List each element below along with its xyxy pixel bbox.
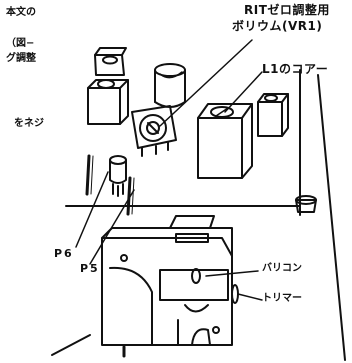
test-pin-p5 xyxy=(126,176,135,216)
board-outline xyxy=(51,69,346,361)
body-text-fragment-1: 本文の xyxy=(6,7,36,18)
leader-lines xyxy=(75,39,263,301)
rit-adjust-label-line1: RITゼロ調整用 xyxy=(244,3,330,17)
trimmer-label: トリマー xyxy=(262,293,302,304)
body-text-fragment-4: をネジ xyxy=(14,118,44,129)
component-coil-can-left xyxy=(87,79,129,125)
mounting-screw xyxy=(295,195,317,213)
p5-label: P5 xyxy=(80,262,100,275)
component-coil-can-right xyxy=(257,93,289,137)
varicon-label: バリコン xyxy=(262,263,302,274)
body-text-fragment-3: グ調整 xyxy=(6,53,36,64)
body-text-fragment-2: （図− xyxy=(6,38,35,49)
component-trimmer xyxy=(231,284,239,304)
test-pin-p6 xyxy=(85,154,94,196)
component-l1-coil-can xyxy=(197,103,253,179)
p6-label: P6 xyxy=(54,247,74,260)
component-transistor xyxy=(109,155,127,197)
l1-core-label: L1のコアー xyxy=(262,62,329,76)
rit-adjust-label-line2: ボリウム(VR1) xyxy=(232,19,323,33)
component-capacitor xyxy=(154,63,186,108)
component-potentiometer-vr1 xyxy=(131,105,177,157)
component-small-square-top xyxy=(94,47,127,76)
component-variable-capacitor-chassis xyxy=(101,215,233,346)
